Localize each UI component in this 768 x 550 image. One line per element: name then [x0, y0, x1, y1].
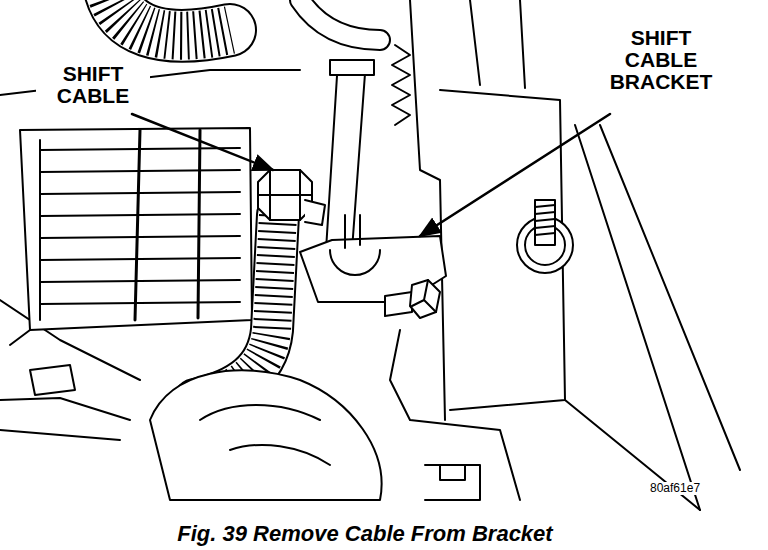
- art-path: [258, 170, 312, 220]
- art-path: [345, 215, 360, 248]
- art-path: [425, 465, 480, 500]
- art-path: [535, 200, 555, 245]
- art-path: [300, 0, 380, 40]
- figure-id: 80af61e7: [648, 482, 702, 495]
- art-path: [470, 0, 525, 88]
- art-path: [392, 45, 410, 125]
- art-path: [132, 114, 273, 170]
- art-path: [330, 250, 380, 275]
- art-path: [10, 140, 40, 345]
- art-path: [300, 0, 380, 40]
- art-path: [258, 170, 312, 220]
- line-art: [0, 0, 740, 510]
- art-path: [150, 370, 382, 500]
- art-path: [20, 128, 252, 330]
- art-path: [110, 0, 230, 36]
- art-path: [110, 0, 230, 36]
- art-path: [410, 0, 445, 420]
- art-path: [440, 90, 565, 410]
- art-path: [440, 465, 465, 480]
- art-path: [0, 398, 130, 440]
- art-path: [110, 0, 230, 36]
- art-path: [535, 205, 555, 235]
- art-path: [385, 292, 412, 316]
- art-path: [326, 60, 366, 250]
- art-path: [305, 200, 325, 225]
- art-path: [200, 405, 330, 465]
- art-path: [30, 365, 75, 395]
- art-path: [412, 280, 436, 312]
- figure-caption: Fig. 39 Remove Cable From Bracket: [174, 522, 555, 545]
- art-path: [420, 114, 610, 236]
- art-path: [390, 330, 520, 500]
- part-label: SHIFT CABLE BRACKET: [600, 26, 722, 94]
- part-label: SHIFT CABLE: [36, 62, 150, 108]
- art-path: [135, 130, 200, 320]
- art-path: [330, 60, 374, 75]
- art-path: [410, 280, 440, 318]
- art-path: [575, 125, 740, 510]
